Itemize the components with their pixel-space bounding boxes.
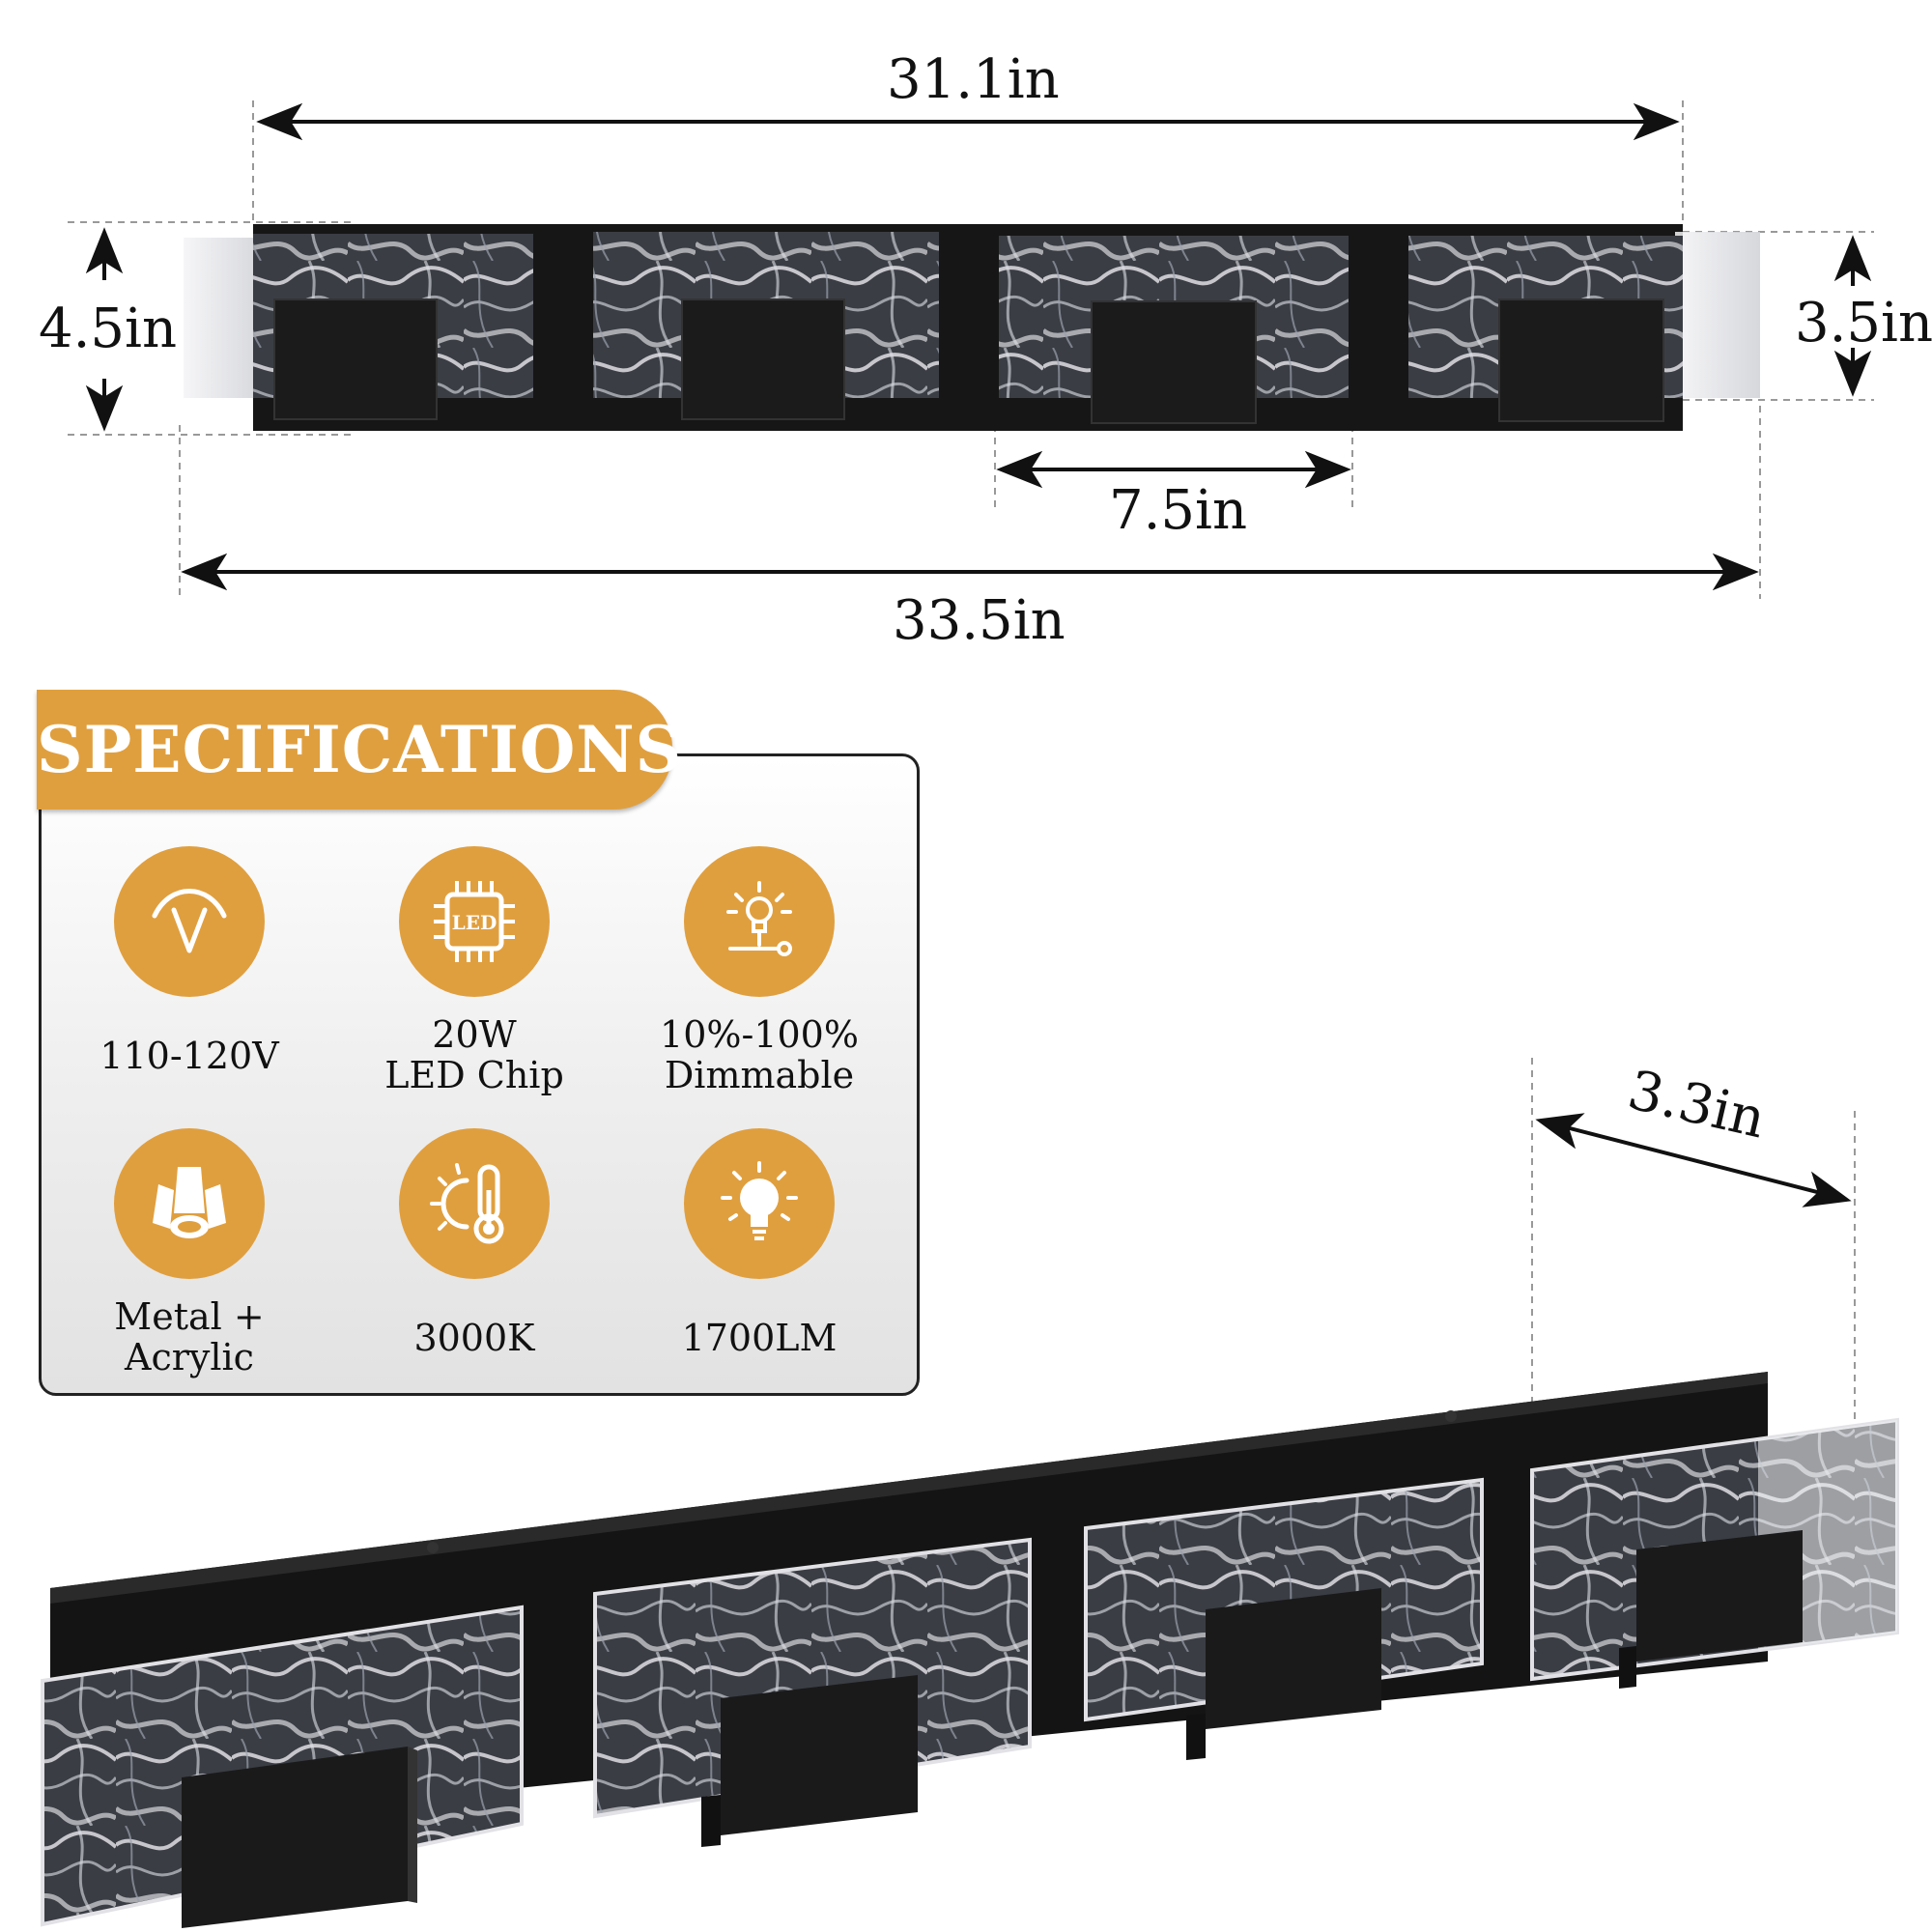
dimension-height-left: 4.5in bbox=[39, 298, 178, 360]
spec-led-line2: LED Chip bbox=[384, 1054, 564, 1096]
spec-dimmable-line1: 10%-100% bbox=[660, 1013, 859, 1056]
spec-lumens: 1700LM bbox=[624, 1128, 895, 1358]
spec-material: Metal + Acrylic bbox=[54, 1128, 325, 1378]
spec-material-line1: Metal + bbox=[114, 1295, 265, 1338]
material-circle bbox=[114, 1128, 265, 1279]
voltage-circle bbox=[114, 846, 265, 997]
color-temperature-circle bbox=[399, 1128, 550, 1279]
specifications-tab: SPECIFICATIONS bbox=[37, 690, 683, 810]
bulb-icon bbox=[721, 1161, 798, 1240]
dimension-shade-width: 7.5in bbox=[1109, 479, 1248, 542]
perspective-shade-2 bbox=[593, 1537, 1032, 1819]
dimension-height-right: 3.5in bbox=[1795, 292, 1932, 355]
perspective-shade-3 bbox=[1084, 1477, 1484, 1722]
dimension-overall-bottom: 33.5in bbox=[893, 589, 1065, 652]
spec-led-chip: LED 20W LED Chip bbox=[339, 846, 610, 1095]
spec-voltage: 110-120V bbox=[54, 846, 325, 1076]
front-block-3 bbox=[1091, 300, 1257, 424]
specifications-title: SPECIFICATIONS bbox=[37, 712, 683, 787]
dimmer-icon bbox=[726, 881, 792, 956]
spec-dimmable: 10%-100% Dimmable bbox=[624, 846, 895, 1095]
perspective-block-3 bbox=[1206, 1588, 1381, 1729]
spec-lumens-line1: 1700LM bbox=[681, 1317, 838, 1359]
spec-led-line1: 20W bbox=[432, 1013, 517, 1056]
arrow-depth bbox=[1535, 1113, 1852, 1208]
voltage-icon bbox=[152, 889, 227, 953]
spec-dimmable-line2: Dimmable bbox=[664, 1054, 855, 1096]
led-chip-circle: LED bbox=[399, 846, 550, 997]
led-chip-icon-text: LED bbox=[452, 911, 497, 934]
spec-material-line2: Acrylic bbox=[125, 1336, 254, 1378]
front-block-2 bbox=[681, 298, 845, 420]
led-chip-icon: LED bbox=[434, 881, 515, 962]
dimmer-circle bbox=[684, 846, 835, 997]
front-block-4 bbox=[1498, 298, 1664, 422]
spec-color-temperature-line1: 3000K bbox=[413, 1317, 535, 1359]
front-block-1 bbox=[273, 298, 438, 420]
perspective-block-1 bbox=[182, 1747, 408, 1928]
color-temperature-icon bbox=[430, 1163, 504, 1244]
spec-voltage-line1: 110-120V bbox=[99, 1035, 279, 1077]
bulb-circle bbox=[684, 1128, 835, 1279]
perspective-block-4 bbox=[1636, 1530, 1803, 1662]
material-icon bbox=[153, 1167, 226, 1238]
spec-color-temperature: 3000K bbox=[339, 1128, 610, 1358]
perspective-block-2 bbox=[721, 1675, 918, 1835]
dimension-overall-top: 31.1in bbox=[887, 48, 1060, 111]
